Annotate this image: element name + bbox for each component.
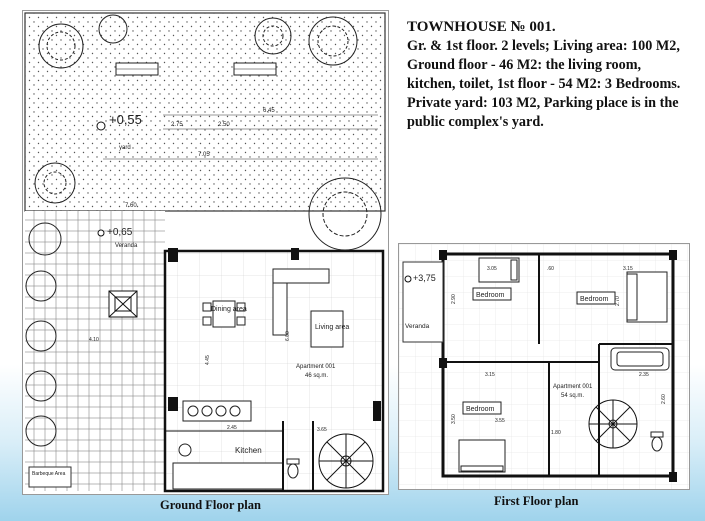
column [168, 248, 178, 262]
level-marker-veranda-icon [97, 229, 105, 237]
first-level: +3,75 [413, 273, 436, 283]
first-toilet-icon [650, 431, 664, 452]
first-veranda-label: Veranda [405, 323, 430, 330]
dining-table-icon [202, 300, 246, 328]
description-text: Gr. & 1st floor. 2 levels; Living area: … [407, 38, 681, 130]
dim-180: 1.80 [551, 430, 561, 436]
description-title: TOWNHOUSE № 001. [407, 19, 556, 35]
dim-760: 7.60 [125, 203, 137, 209]
first-apartment-label: Apartment 001 [553, 384, 593, 390]
dim-260: 2.60 [661, 394, 667, 404]
apartment-label: Apartment 001 [296, 364, 336, 370]
barbeque-label: Barbeque Area [32, 471, 66, 477]
tree-icons [25, 14, 382, 447]
veranda-table-icon [108, 290, 138, 318]
veranda-area [25, 211, 165, 491]
dim-350: 3.50 [451, 414, 457, 424]
column [669, 250, 677, 260]
spiral-stair-icon [318, 433, 374, 489]
dining-label: Dining area [211, 306, 247, 313]
bathtub-icon [610, 347, 670, 371]
dim-600: 6.00 [285, 331, 291, 341]
kitchen-label: Kitchen [235, 446, 262, 455]
sofa-icon [272, 268, 344, 348]
dim-250: 2.50 [218, 122, 230, 128]
dim-315a: 3.15 [623, 266, 633, 272]
yard-area [24, 12, 386, 212]
dim-60: .60 [547, 266, 554, 272]
column [291, 248, 299, 260]
apartment-area: 46 sq.m. [305, 373, 328, 379]
level-veranda: +0,65 [107, 227, 133, 238]
bedroom2-label: Bedroom [580, 296, 609, 303]
column [669, 472, 677, 482]
column [439, 358, 447, 368]
bedroom3-label: Bedroom [466, 406, 495, 413]
kitchen-counter-icon [172, 400, 284, 490]
dim-445: 4.45 [205, 355, 211, 365]
level-yard: +0,55 [109, 112, 142, 127]
dim-245: 2.45 [227, 425, 237, 431]
veranda-label: Veranda [115, 243, 138, 249]
first-floor-plan: Veranda +3,75 Bedroom Bedroom Bedroom Ap… [398, 243, 690, 490]
column [439, 250, 447, 260]
bed-icon [458, 257, 668, 473]
dim-275: 2.75 [171, 122, 183, 128]
bedroom1-label: Bedroom [476, 292, 505, 299]
dim-315b: 3.15 [485, 372, 495, 378]
level-marker-yard-icon [96, 121, 106, 131]
first-floor-caption: First Floor plan [494, 494, 579, 508]
bedroom1-label-box [472, 287, 512, 301]
dim-410: 4.10 [89, 337, 99, 343]
dim-365: 3.65 [317, 427, 327, 433]
yard-label: yard [119, 145, 131, 151]
description-block: TOWNHOUSE № 001. Gr. & 1st floor. 2 leve… [407, 18, 692, 132]
bedroom3-label-box [462, 401, 502, 415]
dim-270: 2.70 [615, 296, 621, 306]
first-veranda [402, 261, 444, 343]
dim-290: 2.90 [451, 294, 457, 304]
first-apartment-area: 54 sq.m. [561, 393, 584, 399]
dim-645: 6.45 [263, 108, 275, 114]
first-level-marker-icon [404, 275, 412, 283]
toilet-icon [286, 458, 300, 479]
dim-705: 7.05 [198, 152, 210, 158]
dim-355: 3.55 [495, 418, 505, 424]
ground-floor-plan: 6.45 2.50 2.75 7.05 7.60 +0,55 yard +0,6… [22, 10, 389, 495]
column [168, 397, 178, 411]
ground-floor-caption: Ground Floor plan [160, 498, 261, 512]
barbeque-box [28, 466, 72, 488]
dim-305: 3.05 [487, 266, 497, 272]
column [373, 401, 381, 421]
living-label: Living area [315, 324, 349, 331]
dim-235: 2.35 [639, 372, 649, 378]
first-spiral-stair-icon [588, 399, 638, 449]
bedroom2-label-box [576, 291, 616, 305]
